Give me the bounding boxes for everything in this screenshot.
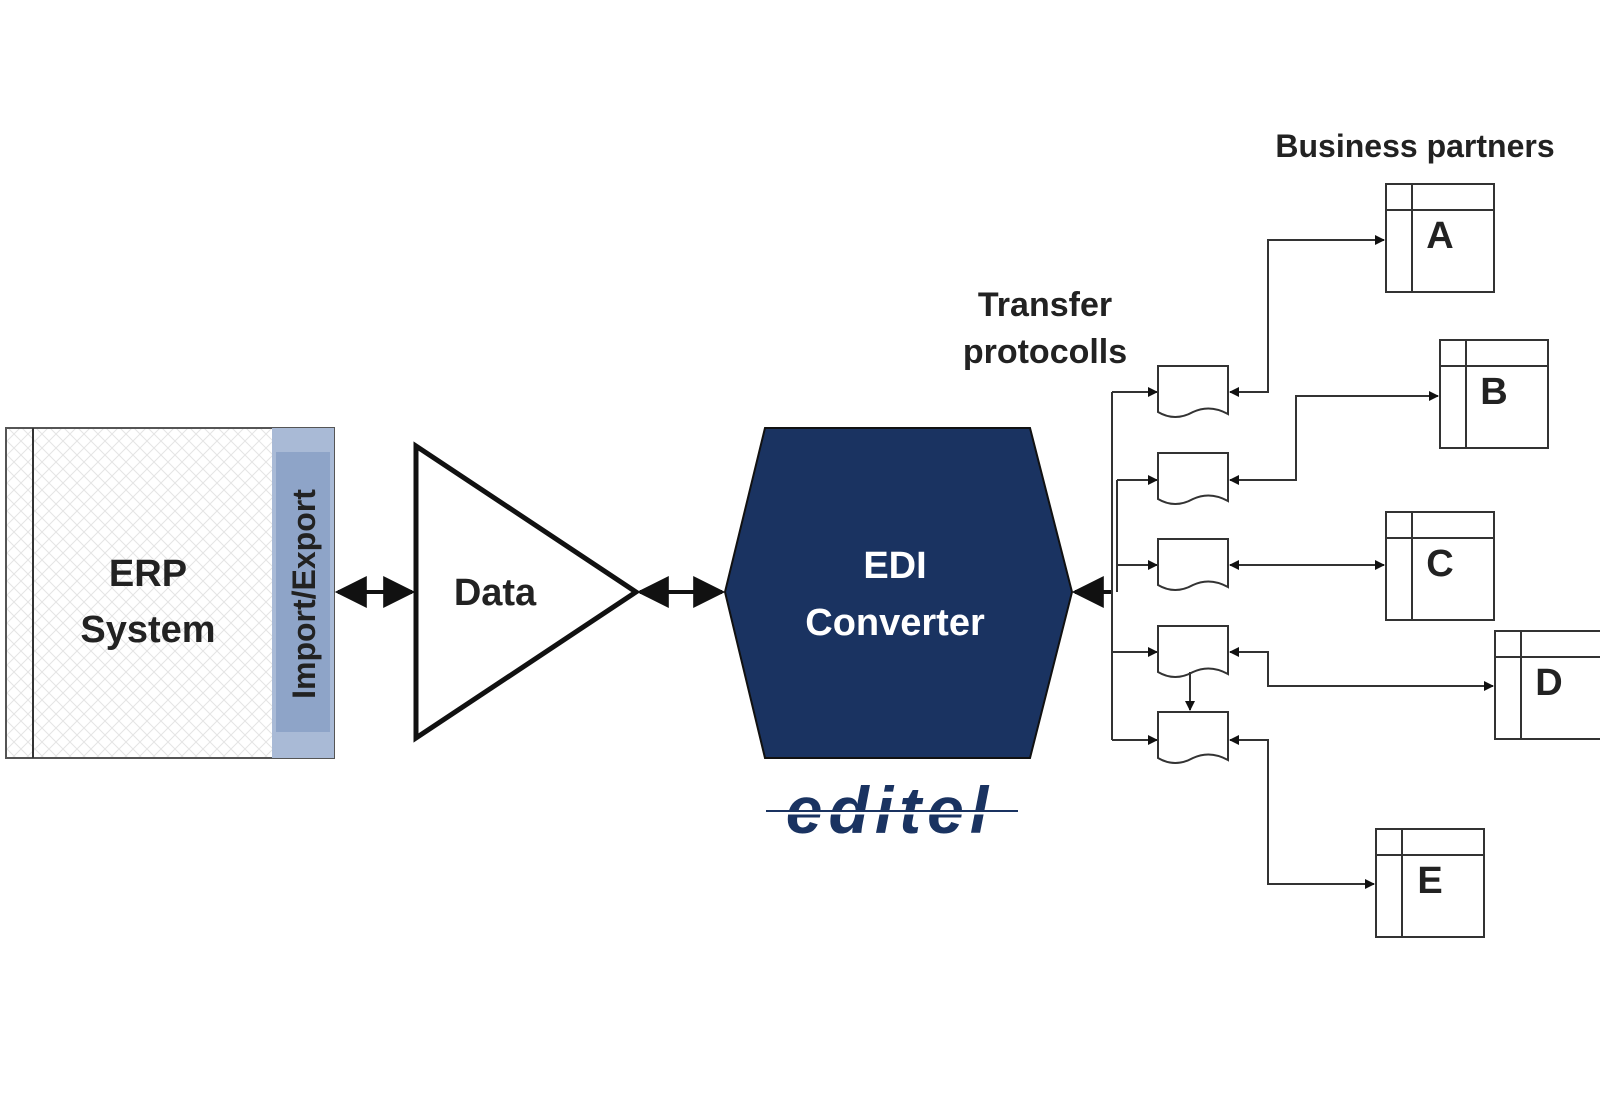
protocol-docs	[1157, 365, 1229, 764]
transfer-label-line1: Transfer	[978, 286, 1112, 324]
partner-e-label: E	[1417, 860, 1442, 902]
import-export-label: Import/Export	[286, 489, 322, 699]
erp-label-line2: System	[80, 609, 215, 651]
data-triangle: Data	[413, 441, 641, 743]
partner-c-label: C	[1426, 543, 1453, 585]
erp-system-block: ERP System Import/Export	[5, 427, 335, 759]
partner-b-label: B	[1480, 371, 1507, 413]
protocol-doc-4	[1157, 625, 1229, 678]
transfer-label-line2: protocolls	[963, 333, 1127, 371]
protocol-doc-3	[1157, 538, 1229, 591]
partner-d: D	[1494, 630, 1600, 740]
partner-e: E	[1375, 828, 1485, 938]
partners-title: Business partners	[1275, 128, 1554, 164]
data-label: Data	[454, 572, 537, 614]
protocol-doc-1	[1157, 365, 1229, 418]
partner-a: A	[1385, 183, 1495, 293]
edi-converter: EDI Converter	[723, 427, 1074, 759]
converter-label-line2: Converter	[805, 602, 985, 644]
protocol-doc-2	[1157, 452, 1229, 505]
protocol-bus	[1071, 387, 1158, 745]
protocol-doc-5	[1157, 711, 1229, 764]
partner-d-label: D	[1535, 662, 1562, 704]
editel-logo: editel	[766, 773, 1018, 847]
erp-label-line1: ERP	[109, 553, 187, 595]
converter-label-line1: EDI	[863, 545, 926, 587]
partner-connectors	[1229, 235, 1494, 889]
partner-c: C	[1385, 511, 1495, 621]
partner-b: B	[1439, 339, 1549, 449]
partner-a-label: A	[1426, 215, 1453, 257]
